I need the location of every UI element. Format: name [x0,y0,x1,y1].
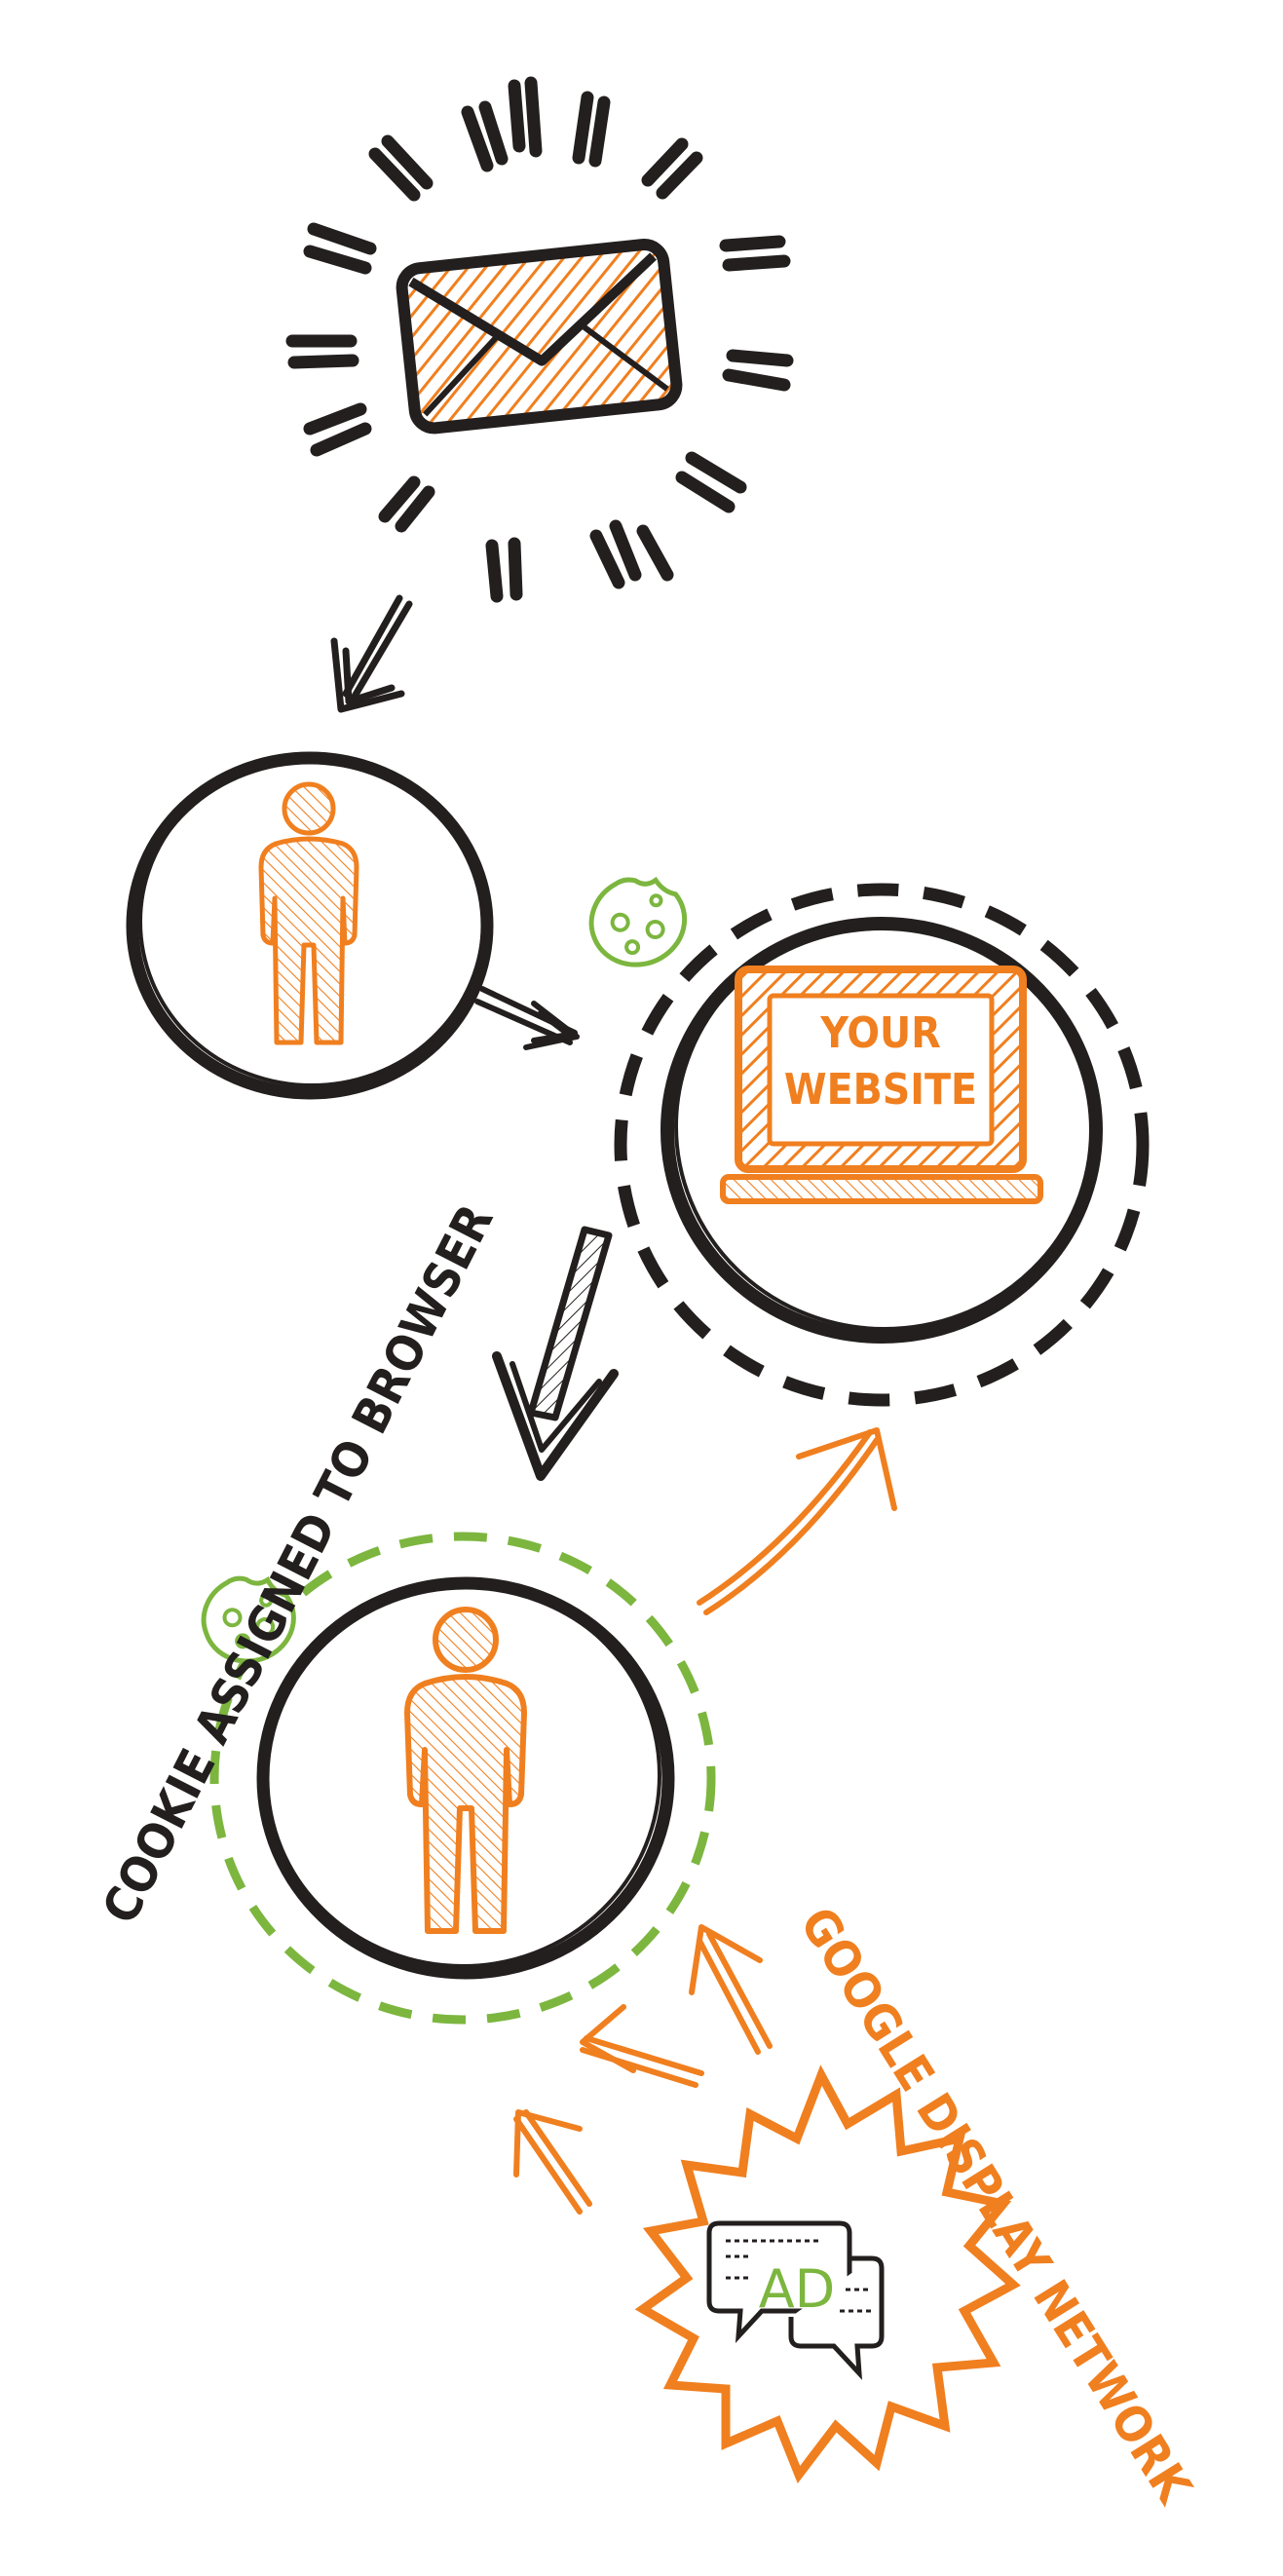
arrow-website-to-visitor [492,1226,619,1481]
website-node: YOUR WEBSITE [588,876,1150,1407]
cookie-icon [201,1575,296,1664]
cookie-icon [588,876,688,967]
person-icon [404,1607,527,1934]
ad-delivery-arrows [513,1924,773,2215]
arrow-email-to-person [330,594,413,713]
website-label-line1: YOUR [819,1008,940,1058]
arrow-return-to-website [697,1427,897,1615]
laptop-icon: YOUR WEBSITE [720,966,1043,1204]
ad-chat-bubbles-icon: AD [706,2220,885,2380]
email-burst [285,76,794,603]
burst-rays [285,76,794,603]
website-label-line2: WEBSITE [784,1065,977,1115]
email-envelope-icon [396,239,683,435]
ad-label: AD [759,2258,836,2320]
arrow-person-to-website [474,986,580,1050]
tagged-visitor-node [201,1532,716,2025]
display-network-badge: AD [634,2065,1021,2484]
person-icon [258,781,359,1045]
visitor-node [126,751,494,1100]
